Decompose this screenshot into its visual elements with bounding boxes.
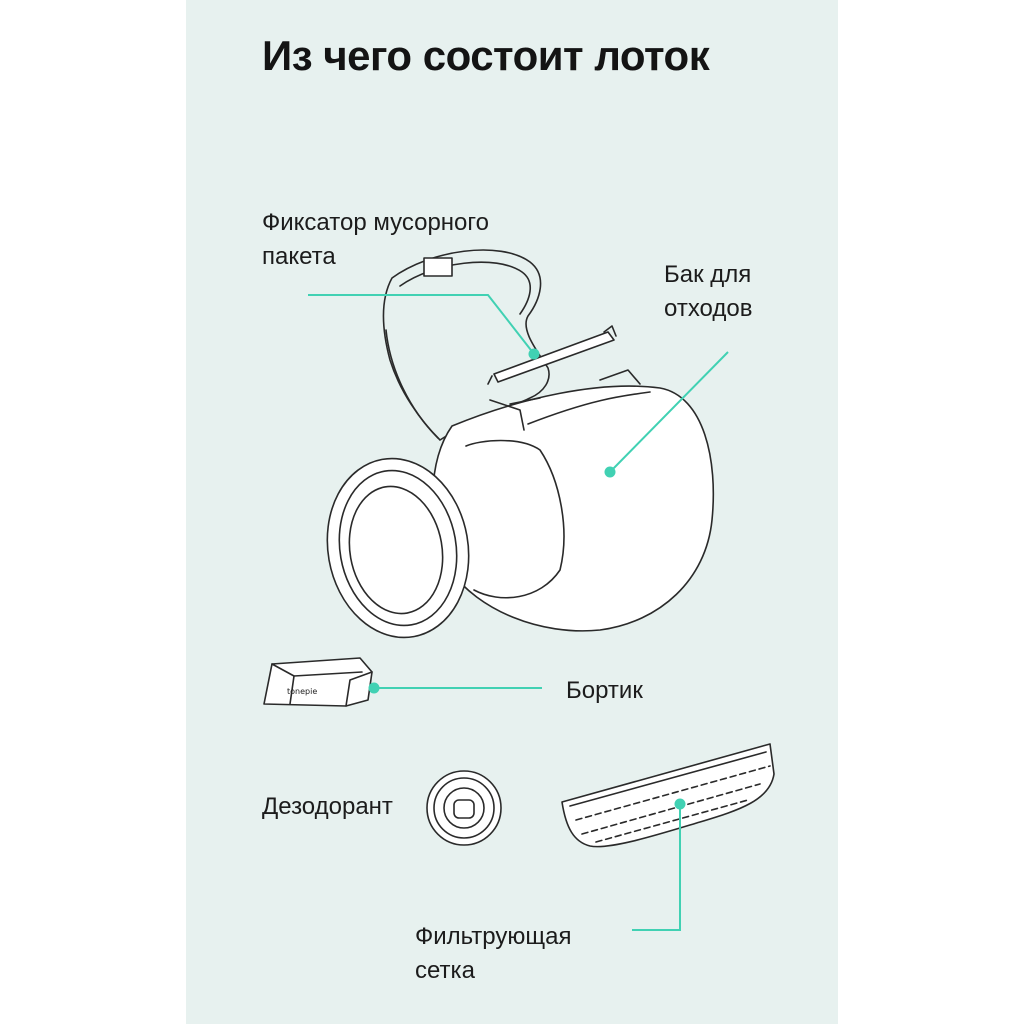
deodorant-drawing bbox=[426, 770, 502, 846]
label-filter-mesh: Фильтрующая сетка bbox=[415, 920, 571, 988]
callout-dot-fixator bbox=[528, 348, 540, 360]
callout-dot-tank bbox=[604, 466, 616, 478]
bag-fixator-drawing bbox=[487, 325, 617, 385]
label-filter-mesh-line2: сетка bbox=[415, 957, 475, 984]
callout-dot-filter bbox=[674, 798, 686, 810]
label-rim: Бортик bbox=[566, 677, 643, 704]
page-title: Из чего состоит лоток bbox=[262, 32, 710, 79]
filter-mesh-drawing bbox=[561, 743, 775, 848]
callout-dot-rim bbox=[368, 682, 380, 694]
callout-line-filter bbox=[632, 804, 681, 931]
door-ring-drawing bbox=[326, 457, 470, 639]
label-filter-mesh-line1: Фильтрующая bbox=[415, 923, 572, 950]
rim-brand-text: tonepie bbox=[287, 687, 317, 696]
callout-line-tank bbox=[609, 351, 729, 473]
callout-line-fixator bbox=[308, 294, 535, 355]
lid-drawing bbox=[382, 249, 550, 441]
label-waste-tank-line1: Бак для bbox=[664, 261, 752, 288]
label-deodorant: Дезодорант bbox=[262, 793, 393, 820]
label-bag-fixator-line2: пакета bbox=[262, 243, 336, 270]
label-waste-tank: Бак для отходов bbox=[664, 258, 752, 326]
rim-drawing bbox=[263, 657, 373, 707]
label-bag-fixator-line1: Фиксатор мусорного bbox=[262, 209, 489, 236]
label-bag-fixator: Фиксатор мусорного пакета bbox=[262, 206, 489, 274]
label-waste-tank-line2: отходов bbox=[664, 295, 753, 322]
